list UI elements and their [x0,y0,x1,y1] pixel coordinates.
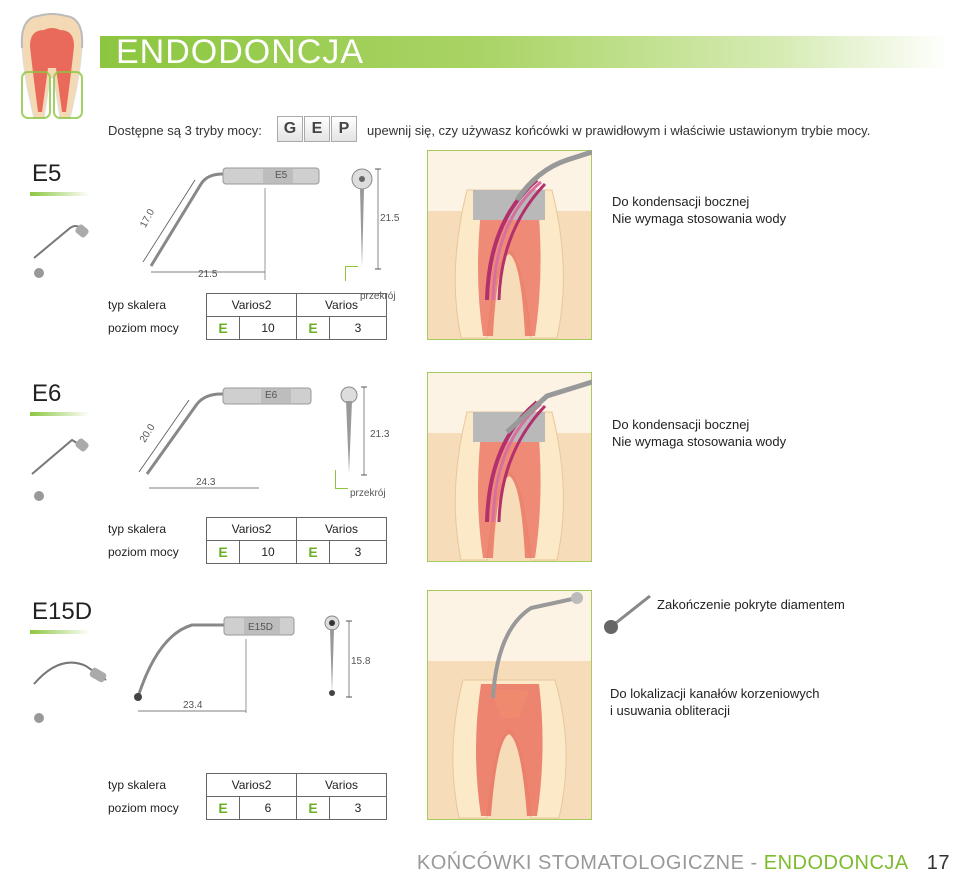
tip-e15d-section-drawing [320,615,370,710]
tip-e5-description: Do kondensacji bocznej Nie wymaga stosow… [612,193,786,227]
modes-label: Dostępne są 3 tryby mocy: [108,123,262,138]
varios-label: Varios [296,517,387,541]
tip-e5-section-length: 21.5 [380,213,400,224]
power-mode-varios2: E [206,316,240,340]
footer-left: KOŃCÓWKI STOMATOLOGICZNE - [416,852,764,874]
scaler-type-label: typ skalera [108,298,167,312]
tip-e5-thumbnail-icon [30,212,90,267]
tip-e5-length-horizontal: 21.5 [198,269,218,280]
tip-e5-desc-line2: Nie wymaga stosowania wody [612,211,787,226]
tip-e15d-tooth-illustration [426,589,593,825]
tip-e15d-desc-line1: Do lokalizacji kanałów korzeniowych [610,686,820,701]
tip-e6-label: E6 [32,380,62,407]
tip-e5-desc-line1: Do kondensacji bocznej [612,194,750,209]
footer: KOŃCÓWKI STOMATOLOGICZNE - ENDODONCJA 17 [417,852,950,875]
mode-p-box: P [331,116,357,142]
tip-e15d-label: E15D [32,598,93,625]
varios-label: Varios [296,773,387,797]
page-number: 17 [926,852,950,874]
tip-e5-dot [34,268,44,278]
tip-e5-label: E5 [32,160,62,187]
tip-e5-spec-table: typ skalera Varios2 Varios poziom mocy E… [108,293,387,340]
tip-e6-description: Do kondensacji bocznej Nie wymaga stosow… [612,416,786,450]
power-level-label: poziom mocy [108,545,179,559]
tip-e6-desc-line1: Do kondensacji bocznej [612,417,750,432]
tip-e5-underline [30,192,90,196]
tip-e6-thumbnail-icon [28,428,90,483]
varios-label: Varios [296,293,387,317]
tip-e6-length-horizontal: 24.3 [196,477,216,488]
varios2-label: Varios2 [206,517,297,541]
tip-e15d-engraving: E15D [248,622,274,633]
page-title: ENDODONCJA [116,33,365,71]
power-mode-varios: E [296,796,330,820]
tip-e6-dot [34,491,44,501]
tip-e15d-desc-line2: i usuwania obliteracji [610,703,730,718]
power-value-varios: 3 [329,796,387,820]
diamond-tip-icon [600,590,656,641]
tooth-logo-icon [14,8,90,120]
power-mode-varios2: E [206,796,240,820]
power-value-varios: 3 [329,540,387,564]
power-mode-varios2: E [206,540,240,564]
footer-section: ENDODONCJA [763,852,909,874]
tip-e6-section-drawing [335,385,385,490]
varios2-label: Varios2 [206,773,297,797]
tip-e6-section-length: 21.3 [370,429,390,440]
power-level-label: poziom mocy [108,801,179,815]
tip-e6-engraving: E6 [265,390,278,401]
tip-e15d-length-horizontal: 23.4 [183,700,203,711]
tip-e15d-underline [30,630,90,634]
tip-e5-tooth-illustration [426,149,593,345]
tip-e5-section-bracket [345,266,358,281]
varios2-label: Varios2 [206,293,297,317]
tip-e5-drawing [135,160,325,290]
power-value-varios2: 10 [239,540,297,564]
scaler-type-label: typ skalera [108,778,167,792]
modes-note: upewnij się, czy używasz końcówki w praw… [367,123,871,138]
tip-e6-underline [30,412,90,416]
tip-e6-spec-table: typ skalera Varios2 Varios poziom mocy E… [108,517,387,564]
power-value-varios2: 6 [239,796,297,820]
tip-e6-tooth-illustration [426,371,593,567]
tip-e15d-diamond-note: Zakończenie pokryte diamentem [657,597,845,612]
power-value-varios2: 10 [239,316,297,340]
tip-e5-section-drawing [345,165,395,280]
mode-e-box: E [304,116,330,142]
tip-e6-desc-line2: Nie wymaga stosowania wody [612,434,787,449]
tip-e5-engraving: E5 [275,170,288,181]
power-level-label: poziom mocy [108,321,179,335]
tip-e15d-thumbnail-icon [30,650,110,695]
tip-e15d-drawing [128,605,308,720]
power-mode-varios: E [296,540,330,564]
tip-e15d-section-length: 15.8 [351,656,371,667]
tip-e6-section-bracket [335,470,348,489]
tip-e6-drawing [135,380,315,500]
mode-g-box: G [277,116,303,142]
power-value-varios: 3 [329,316,387,340]
scaler-type-label: typ skalera [108,522,167,536]
tip-e15d-spec-table: typ skalera Varios2 Varios poziom mocy E… [108,773,387,820]
tip-e6-section-label: przekrój [350,488,386,499]
power-mode-varios: E [296,316,330,340]
title-bar [100,36,950,68]
tip-e15d-description: Do lokalizacji kanałów korzeniowych i us… [610,685,820,719]
tip-e15d-dot [34,713,44,723]
